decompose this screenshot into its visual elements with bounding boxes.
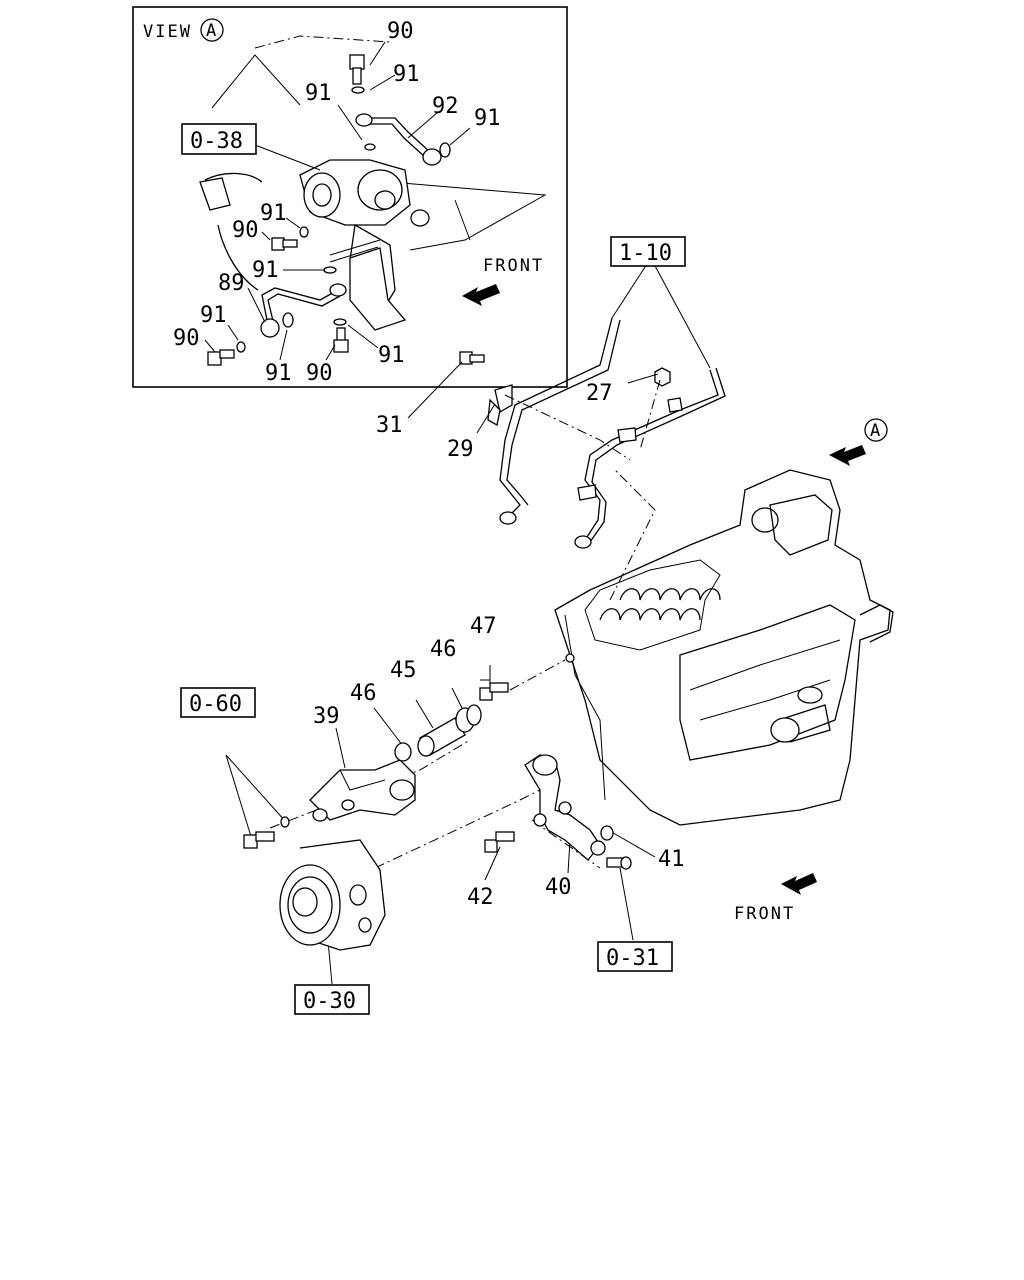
callout-91-bottom-right: 91 bbox=[378, 343, 405, 368]
callout-46-lower: 46 bbox=[350, 681, 377, 706]
main-front-arrow-icon bbox=[781, 873, 817, 895]
water-outlet-bracket bbox=[309, 759, 416, 822]
view-direction-arrow-icon bbox=[829, 445, 866, 466]
main-front-label: FRONT bbox=[734, 904, 795, 924]
callout-90-bottom: 90 bbox=[306, 361, 333, 386]
ref-box-0-30 bbox=[294, 984, 370, 1015]
callout-45: 45 bbox=[390, 658, 417, 683]
water-pipe-40 bbox=[524, 754, 614, 861]
callout-40: 40 bbox=[545, 875, 572, 900]
callout-92: 92 bbox=[432, 94, 459, 119]
power-steering-pump bbox=[299, 159, 430, 331]
view-front-label: FRONT bbox=[483, 256, 544, 276]
engine-block bbox=[554, 469, 894, 826]
ref-box-0-31 bbox=[597, 941, 673, 972]
front-arrow-icon bbox=[462, 284, 500, 306]
callout-31: 31 bbox=[376, 413, 403, 438]
callout-91-right: 91 bbox=[474, 106, 501, 131]
oil-pipe-assembly bbox=[459, 317, 726, 549]
callout-90-mid: 90 bbox=[232, 218, 259, 243]
callout-91-bottom: 91 bbox=[265, 361, 292, 386]
ref-box-0-30-label: 0-30 bbox=[303, 989, 356, 1014]
ref-box-0-60-label: 0-60 bbox=[189, 692, 242, 717]
ref-box-0-38-label: 0-38 bbox=[190, 129, 243, 154]
view-circle-marker bbox=[200, 18, 224, 42]
callout-91-bottom-left: 91 bbox=[200, 303, 227, 328]
ref-box-0-60 bbox=[180, 687, 256, 718]
callout-90-bottom-left: 90 bbox=[173, 326, 200, 351]
view-a-marker-letter: A bbox=[870, 421, 880, 441]
callout-91-left: 91 bbox=[305, 81, 332, 106]
callout-90-top: 90 bbox=[387, 19, 414, 44]
view-a-circle-marker bbox=[864, 418, 888, 442]
callout-89: 89 bbox=[218, 271, 245, 296]
callout-91-mid: 91 bbox=[260, 201, 287, 226]
callout-91-top: 91 bbox=[393, 62, 420, 87]
callout-42: 42 bbox=[467, 885, 494, 910]
view-title: VIEW bbox=[143, 22, 192, 42]
callout-47: 47 bbox=[470, 614, 497, 639]
ref-box-0-31-label: 0-31 bbox=[606, 946, 659, 971]
ref-box-1-10-label: 1-10 bbox=[619, 241, 672, 266]
callout-41: 41 bbox=[658, 847, 685, 872]
view-circle-letter: A bbox=[206, 21, 216, 41]
callout-39: 39 bbox=[313, 704, 340, 729]
ref-box-1-10 bbox=[610, 236, 686, 267]
callout-27: 27 bbox=[586, 381, 613, 406]
ref-box-0-38 bbox=[181, 123, 257, 155]
view-a-inset-panel: VIEW A bbox=[132, 6, 568, 388]
water-pipe-45 bbox=[394, 704, 482, 762]
callout-29: 29 bbox=[447, 437, 474, 462]
water-pump bbox=[279, 839, 386, 951]
callout-91-low: 91 bbox=[252, 258, 279, 283]
callout-46-upper: 46 bbox=[430, 637, 457, 662]
view-a-reference: A bbox=[829, 418, 888, 466]
